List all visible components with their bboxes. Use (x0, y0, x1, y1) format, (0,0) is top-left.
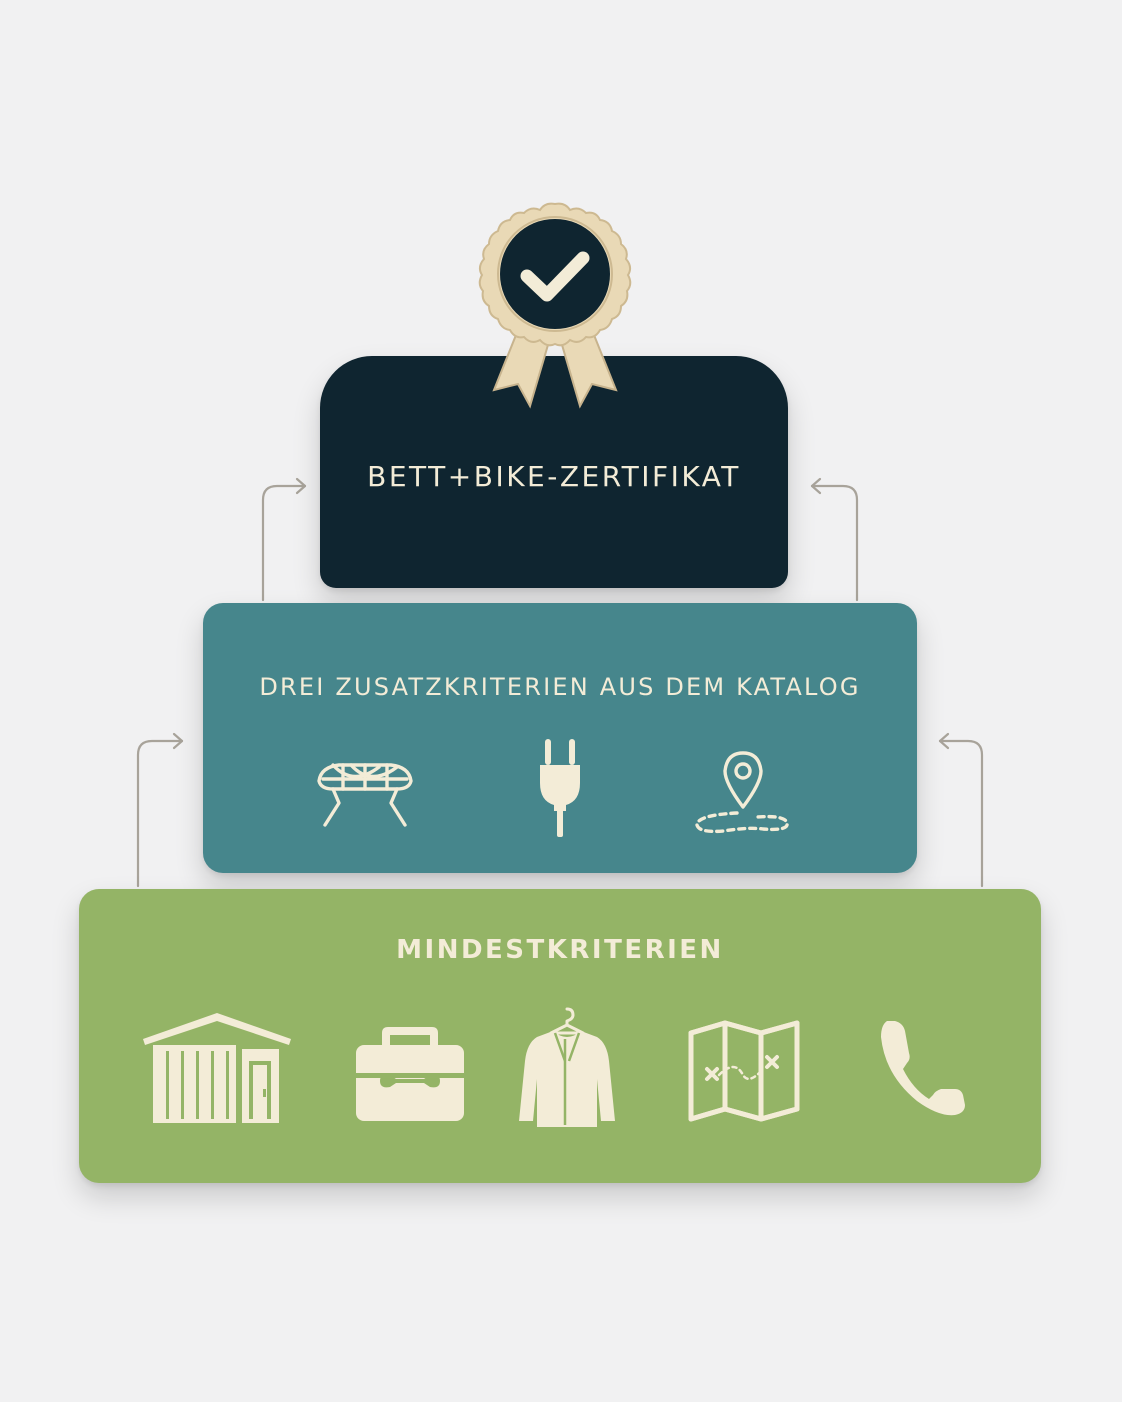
certificate-layer: BETT+BIKE-ZERTIFIKAT (320, 356, 788, 588)
route-pin-icon (693, 749, 793, 845)
additional-criteria-layer: DREI ZUSATZKRITERIEN AUS DEM KATALOG (203, 603, 917, 873)
bike-stand-icon (313, 751, 417, 829)
arrow-mid-to-top-left (261, 484, 307, 602)
certificate-label: BETT+BIKE-ZERTIFIKAT (367, 460, 741, 493)
minimum-criteria-layer: MINDESTKRITERIEN (79, 889, 1041, 1183)
arrow-base-to-mid-right (938, 739, 984, 888)
shed-icon (139, 1011, 295, 1125)
toolbox-icon (354, 1023, 466, 1123)
arrow-base-to-mid-left (136, 739, 184, 888)
additional-criteria-label: DREI ZUSATZKRITERIEN AUS DEM KATALOG (259, 673, 861, 701)
minimum-criteria-label: MINDESTKRITERIEN (396, 935, 724, 965)
rosette-check-icon (472, 200, 638, 420)
arrow-mid-to-top-right (810, 484, 859, 602)
jacket-hanger-icon (517, 1005, 617, 1133)
power-plug-icon (536, 737, 584, 837)
map-icon (687, 1019, 801, 1123)
phone-icon (877, 1015, 969, 1119)
